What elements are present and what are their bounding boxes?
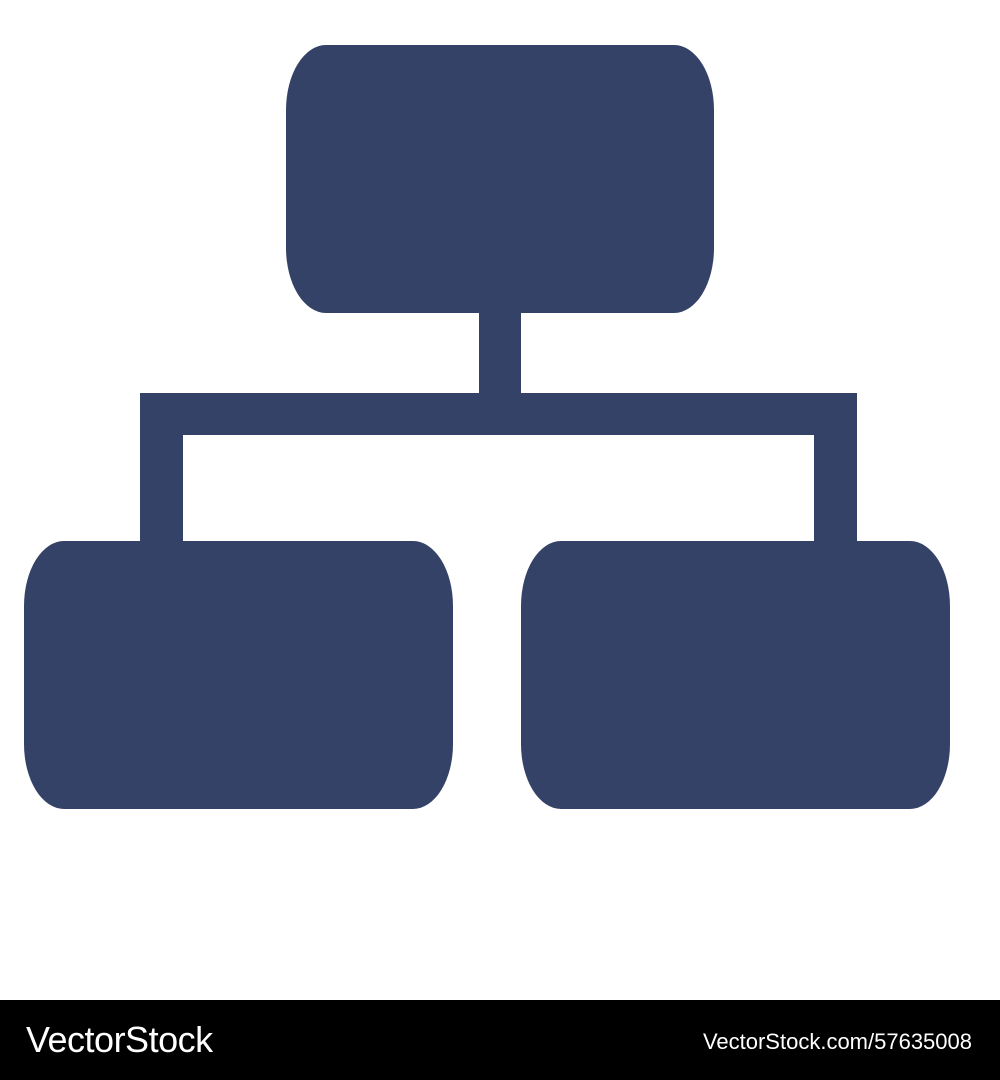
connector-stem [479, 310, 521, 405]
connector-left-drop [140, 430, 183, 545]
left-child-node-box [24, 541, 453, 809]
connector-right-drop [814, 430, 857, 545]
watermark-footer: VectorStock VectorStock.com/57635008 [0, 1000, 1000, 1080]
right-child-node-box [521, 541, 950, 809]
image-reference: VectorStock.com/57635008 [702, 1029, 972, 1054]
hierarchy-icon [24, 45, 950, 809]
brand-logo-text: VectorStock [26, 1019, 213, 1060]
top-node-box [286, 45, 714, 313]
icon-canvas [24, 45, 950, 809]
connector-bar [140, 393, 857, 435]
